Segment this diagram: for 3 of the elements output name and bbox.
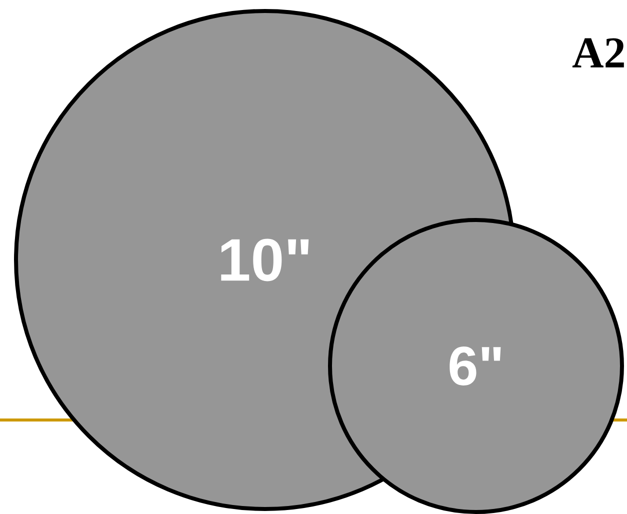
node-label: 6" <box>450 346 501 386</box>
node-label: 10" <box>221 238 309 282</box>
title: A2 <box>572 38 624 68</box>
